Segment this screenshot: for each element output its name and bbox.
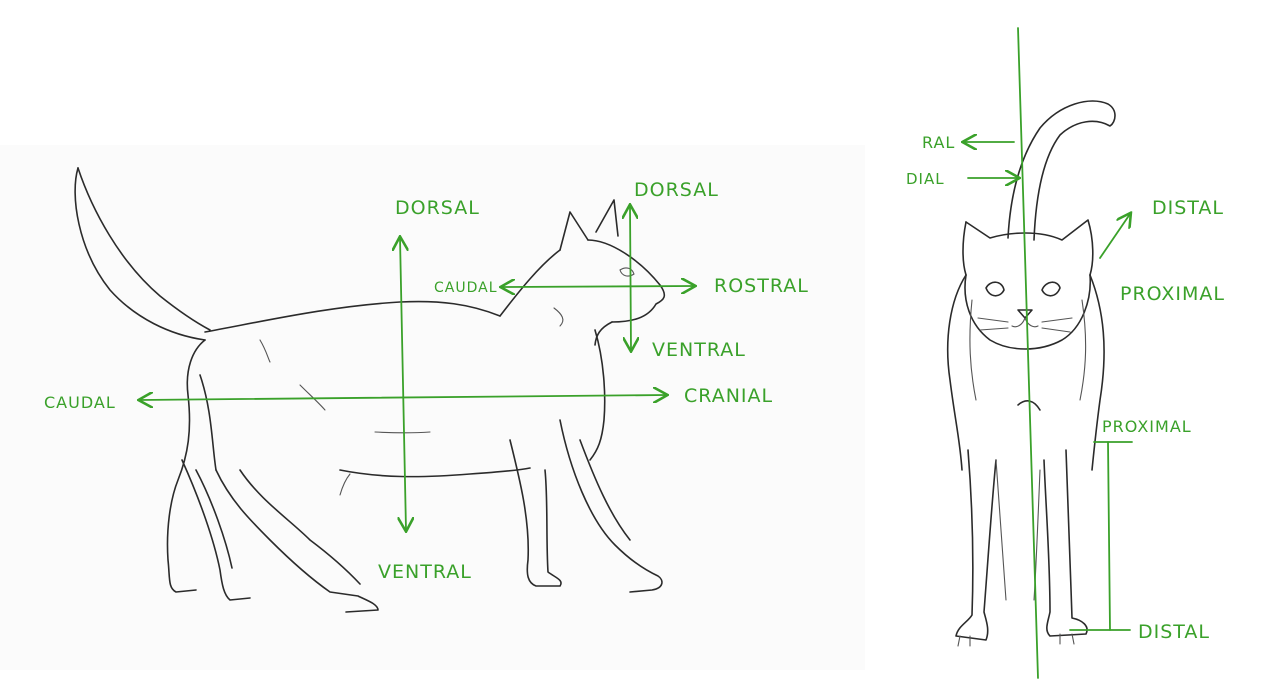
label-medial-partial: DIAL: [906, 170, 945, 188]
label-dorsal-head: DORSAL: [634, 179, 719, 201]
label-rostral: ROSTRAL: [714, 275, 809, 297]
label-distal-upper: DISTAL: [1152, 197, 1224, 219]
label-lateral-partial: RAL: [922, 133, 955, 152]
dorsoventral-axis-head: [630, 206, 631, 350]
rostrocaudal-axis-head: [502, 286, 694, 287]
front-view-panel: RAL DIAL DISTAL PROXIMAL PROXIMAL DISTAL: [898, 20, 1272, 680]
label-cranial: CRANIAL: [684, 385, 773, 407]
label-caudal-body: CAUDAL: [44, 393, 116, 412]
label-dorsal-torso: DORSAL: [395, 197, 480, 219]
label-ventral-head: VENTRAL: [652, 339, 746, 361]
side-view-panel: DORSAL DORSAL CAUDAL ROSTRAL VENTRAL CAU…: [0, 145, 865, 670]
label-proximal-upper: PROXIMAL: [1120, 283, 1225, 305]
label-distal-lower: DISTAL: [1138, 621, 1210, 643]
label-caudal-head: CAUDAL: [434, 280, 498, 296]
label-proximal-lower: PROXIMAL: [1102, 417, 1192, 436]
label-ventral-torso: VENTRAL: [378, 561, 472, 583]
side-view-paper: [0, 145, 865, 670]
